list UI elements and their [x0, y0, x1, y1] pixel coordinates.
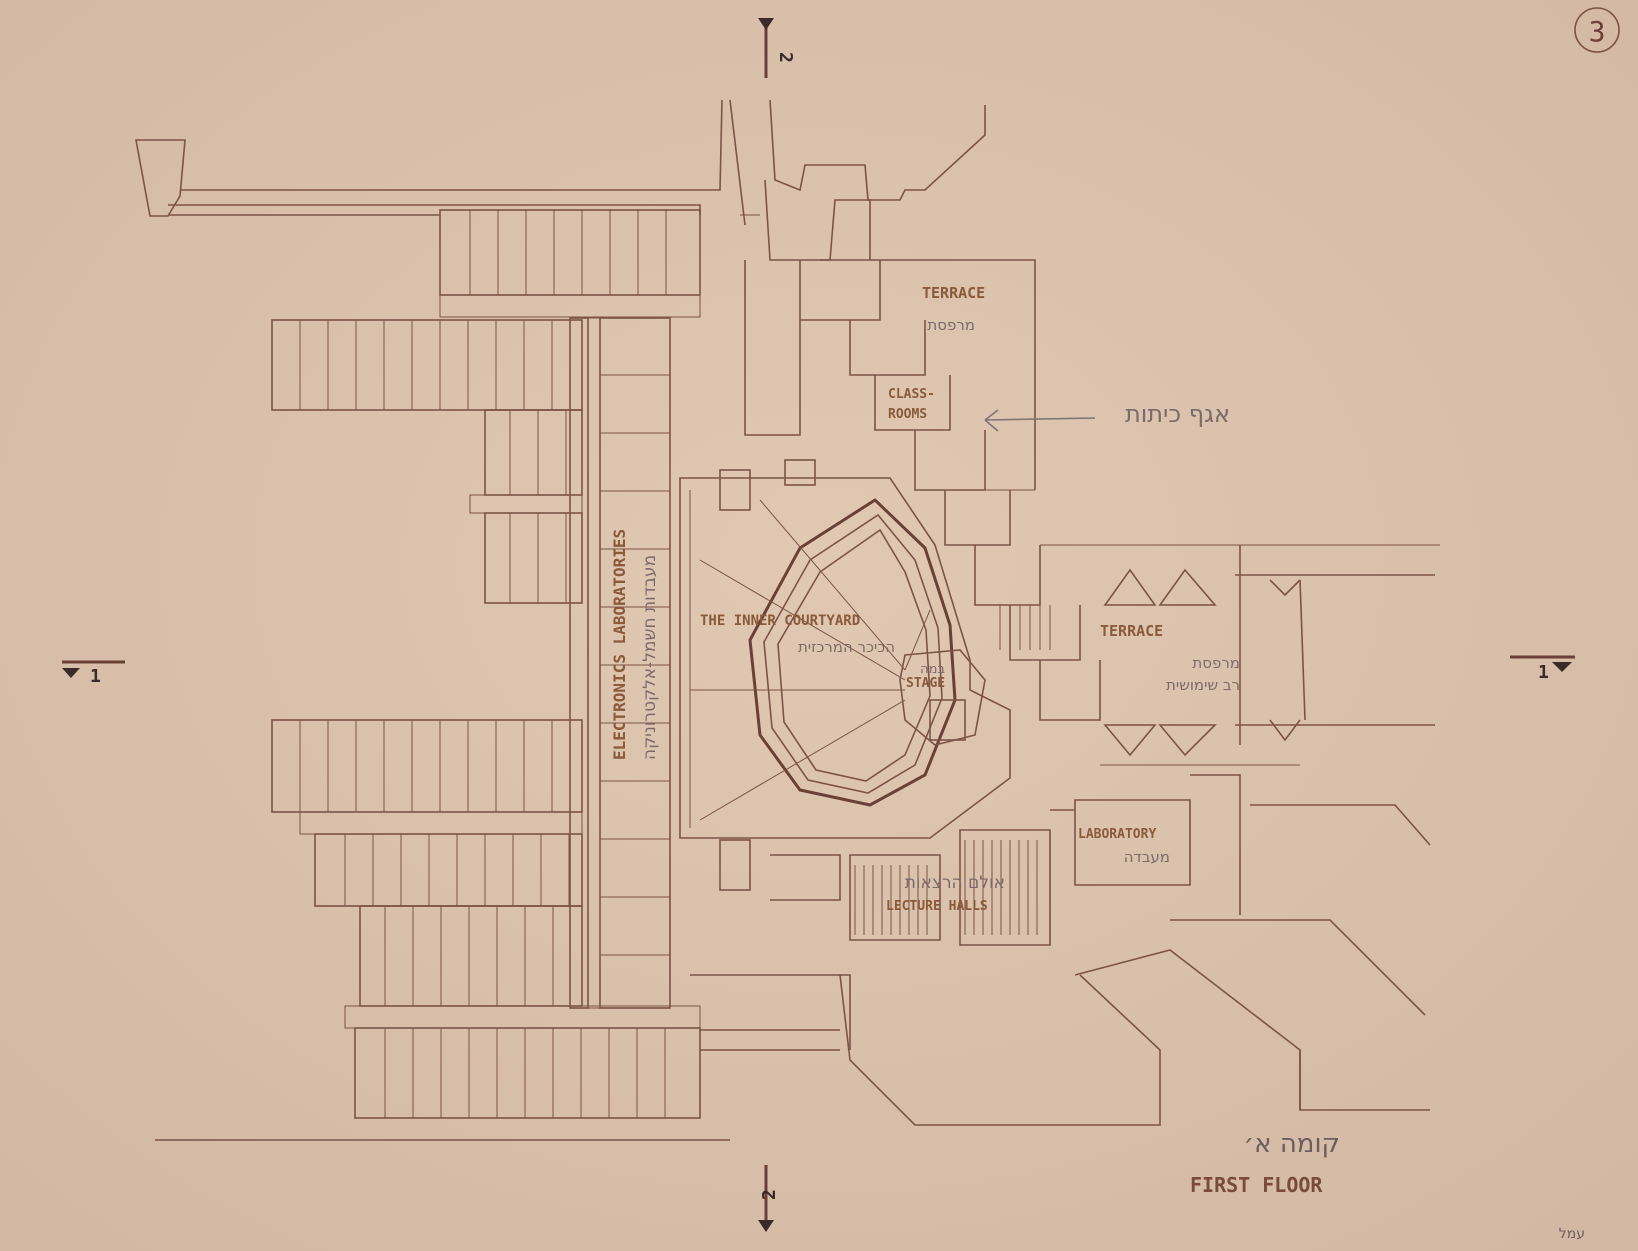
- label-floor-title-he: קומה א׳: [1243, 1129, 1340, 1159]
- room-dividers: [299, 210, 1051, 1118]
- label-terrace-east-he-2: רב שימושית: [1166, 676, 1240, 694]
- label-lecture-halls-he: אולם הרצאות: [905, 873, 1005, 893]
- south-block: [155, 774, 1431, 1141]
- inner-courtyard: [679, 459, 1011, 891]
- label-terrace-north: TERRACE: [922, 284, 985, 302]
- north-wing: [744, 99, 1440, 721]
- label-terrace-north-he: מרפסת: [927, 316, 975, 334]
- section-marker-right-label: 1: [1538, 662, 1549, 683]
- label-stage: STAGE: [906, 676, 945, 691]
- label-inner-courtyard: THE INNER COURTYARD: [700, 613, 860, 629]
- label-laboratory-he: מעבדה: [1124, 848, 1170, 866]
- label-electronics-labs: ELECTRONICS LABORATORIES: [610, 529, 629, 760]
- label-classrooms-line1: CLASS-: [888, 387, 935, 402]
- label-electronics-labs-he: מעבדות חשמל-אלקטרוניקה: [640, 555, 660, 760]
- label-floor-title: FIRST FLOOR: [1190, 1173, 1323, 1197]
- section-marker-bottom-label: 2: [759, 1189, 780, 1200]
- label-terrace-east-he-1: מרפסת: [1192, 654, 1240, 672]
- section-marker-left-label: 1: [90, 666, 101, 687]
- label-classroom-wing-he: אגף כיתות: [1125, 400, 1230, 428]
- pointer-arrow: [984, 409, 1096, 432]
- lab-blocks: [271, 209, 701, 1119]
- label-classrooms-line2: ROOMS: [888, 407, 927, 422]
- label-stage-he: במה: [920, 662, 945, 677]
- section-marker-top: 2: [758, 18, 796, 78]
- section-marker-left: 1: [62, 660, 125, 687]
- label-inner-courtyard-he: הכיכר המרכזית: [798, 638, 895, 656]
- sheet-number: 3: [1574, 7, 1620, 53]
- sheet-number-text: 3: [1589, 15, 1606, 48]
- section-marker-bottom: 2: [758, 1165, 780, 1232]
- east-terrace: [1100, 545, 1435, 766]
- label-laboratory: LABORATORY: [1078, 827, 1156, 842]
- label-lecture-halls: LECTURE HALLS: [886, 899, 988, 914]
- section-marker-top-label: 2: [775, 52, 796, 63]
- section-marker-right: 1: [1510, 655, 1575, 683]
- label-initials-he: עמל: [1559, 1226, 1585, 1242]
- label-terrace-east: TERRACE: [1100, 622, 1163, 640]
